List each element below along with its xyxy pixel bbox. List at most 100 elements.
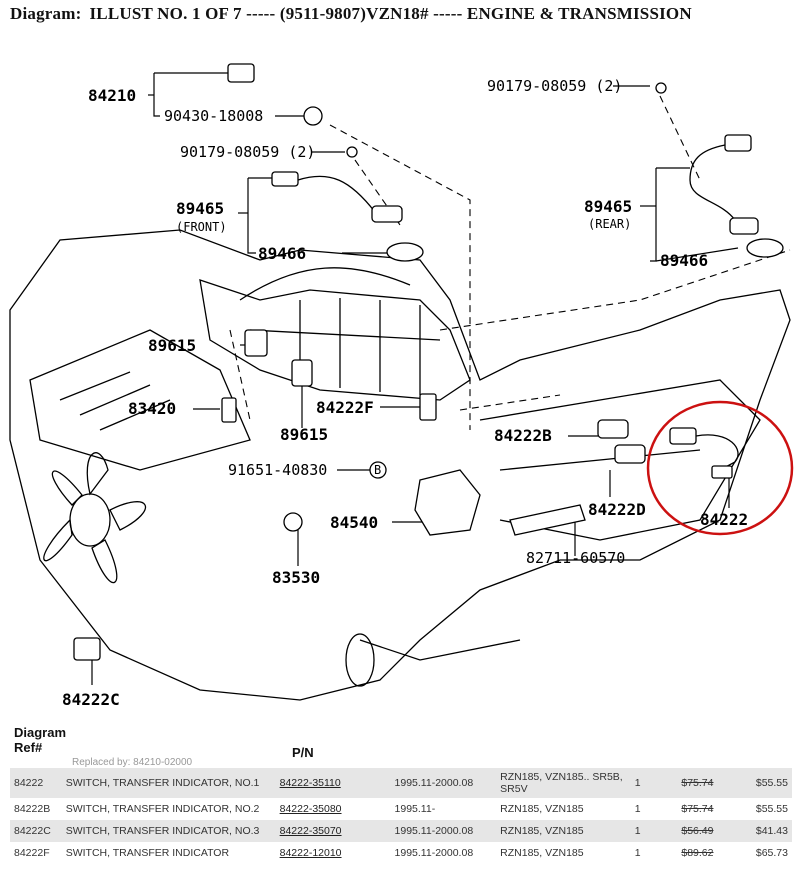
table-row: 84222B SWITCH, TRANSFER INDICATOR, NO.2 … xyxy=(10,798,792,820)
switch-84222-wire-icon xyxy=(695,434,739,471)
cell-qty: 1 xyxy=(630,768,678,798)
cell-old-price: $56.49 xyxy=(677,820,735,842)
switch-84222B-icon xyxy=(597,419,629,439)
replaced-by-note: Replaced by: 84210-02000 xyxy=(72,757,193,768)
sensor-89615-a-icon xyxy=(244,329,268,357)
nut-90179-rear-icon xyxy=(655,82,667,94)
cell-models: RZN185, VZN185 xyxy=(500,847,584,859)
highlight-circle xyxy=(646,400,794,536)
o2-sensor-rear-wire-icon xyxy=(689,144,736,221)
switch-84540-icon xyxy=(414,469,481,536)
callout-mark-b: B xyxy=(374,463,381,477)
parts-table: 84222 SWITCH, TRANSFER INDICATOR, NO.1 8… xyxy=(10,768,792,864)
column-header-diagram-ref: Diagram Ref# xyxy=(14,725,66,755)
callout-89466-rear[interactable]: 89466 xyxy=(660,251,708,270)
callout-rear-label: (REAR) xyxy=(588,217,631,231)
cell-models: RZN185, VZN185 xyxy=(500,803,584,815)
callout-84222F[interactable]: 84222F xyxy=(316,398,374,417)
callout-84222D[interactable]: 84222D xyxy=(588,500,646,519)
column-header-pn: P/N xyxy=(292,745,314,760)
cell-part-number-link[interactable]: 84222-35070 xyxy=(275,820,391,842)
cell-price: $55.55 xyxy=(755,803,788,815)
callout-90179-08059-rear[interactable]: 90179-08059 (2) xyxy=(487,77,622,95)
bolt-91651-icon xyxy=(369,461,387,479)
callout-84222B[interactable]: 84222B xyxy=(494,426,552,445)
callout-89465-rear[interactable]: 89465 xyxy=(584,197,632,216)
gasket-89466-front-icon xyxy=(386,242,424,262)
callout-89615-b[interactable]: 89615 xyxy=(280,425,328,444)
o2-sensor-rear-connector-icon xyxy=(724,134,752,152)
diagram-title-prefix: Diagram: xyxy=(10,4,82,23)
cell-old-price: $75.74 xyxy=(681,803,714,815)
callout-89466-front[interactable]: 89466 xyxy=(258,244,306,263)
cell-old-price: $75.74 xyxy=(677,768,735,798)
callout-90430-18008[interactable]: 90430-18008 xyxy=(164,107,263,125)
callout-front-label: (FRONT) xyxy=(176,220,227,234)
callout-84222C[interactable]: 84222C xyxy=(62,690,120,709)
part-sketches xyxy=(73,63,784,661)
switch-84222-icon xyxy=(669,427,697,445)
o2-sensor-front-connector-icon xyxy=(271,171,299,187)
cell-part-number-link[interactable]: 84222-35110 xyxy=(275,768,391,798)
column-header-ref: Ref# xyxy=(14,740,43,755)
callout-90179-08059-front[interactable]: 90179-08059 (2) xyxy=(180,143,315,161)
cell-date: 1995.11-2000.08 xyxy=(390,768,497,798)
diagram-title: Diagram: ILLUST NO. 1 OF 7 ----- (9511-98… xyxy=(10,4,692,24)
cooling-fan xyxy=(43,452,147,583)
callout-89465-front[interactable]: 89465 xyxy=(176,199,224,218)
callout-83420[interactable]: 83420 xyxy=(128,399,176,418)
cell-qty: 1 xyxy=(630,820,678,842)
cell-date: 1995.11- xyxy=(394,803,436,815)
callout-91651-40830[interactable]: 91651-40830 xyxy=(228,461,327,479)
callout-84222[interactable]: 84222 xyxy=(700,510,748,529)
cell-description: SWITCH, TRANSFER INDICATOR, NO.3 xyxy=(61,820,276,842)
leader-lines xyxy=(91,72,739,685)
o2-sensor-front-body-icon xyxy=(371,205,403,223)
cell-qty: 1 xyxy=(634,847,641,859)
cell-description: SWITCH, TRANSFER INDICATOR xyxy=(65,847,230,859)
cell-models: RZN185, VZN185 xyxy=(496,820,631,842)
cell-price: $41.43 xyxy=(734,820,792,842)
switch-84222D-icon xyxy=(614,444,646,464)
callout-83530[interactable]: 83530 xyxy=(272,568,320,587)
column-header-diagram: Diagram xyxy=(14,725,67,740)
cell-part-number-link[interactable]: 84222-12010 xyxy=(279,847,342,859)
cell-price: $55.55 xyxy=(734,768,792,798)
nut-90179-front-icon xyxy=(346,146,358,158)
switch-84222F-icon xyxy=(419,393,437,421)
callout-82711-60570[interactable]: 82711-60570 xyxy=(526,549,625,567)
sensor-84210-icon xyxy=(227,63,255,83)
cell-ref: 84222B xyxy=(14,803,51,815)
cell-date: 1995.11-2000.08 xyxy=(390,820,497,842)
cell-models: RZN185, VZN185.. SR5B, SR5V xyxy=(496,768,631,798)
cell-ref: 84222F xyxy=(14,847,50,859)
sensor-89615-b-icon xyxy=(291,359,313,387)
cell-qty: 1 xyxy=(634,803,641,815)
callout-84540[interactable]: 84540 xyxy=(330,513,378,532)
cell-date: 1995.11-2000.08 xyxy=(394,847,474,859)
cell-ref: 84222C xyxy=(10,820,62,842)
callout-84210[interactable]: 84210 xyxy=(88,86,136,105)
callout-89615-a[interactable]: 89615 xyxy=(148,336,196,355)
diagram-title-text: ILLUST NO. 1 OF 7 ----- (9511-9807)VZN18… xyxy=(89,4,692,23)
o2-sensor-front-wire-icon xyxy=(297,175,376,213)
table-row: 84222C SWITCH, TRANSFER INDICATOR, NO.3 … xyxy=(10,820,792,842)
gasket-89466-rear-icon xyxy=(746,238,784,258)
bracket-82711-icon xyxy=(509,504,586,536)
cell-ref: 84222 xyxy=(10,768,62,798)
gasket-90430-icon xyxy=(303,106,323,126)
sensor-83420-icon xyxy=(221,397,237,423)
callout-labels: 84210 90430-18008 90179-08059 (2) 90179-… xyxy=(62,77,748,709)
cell-price: $65.73 xyxy=(755,847,788,859)
o2-sensor-rear-body-icon xyxy=(729,217,759,235)
engine-outline xyxy=(9,229,791,701)
switch-84222-connector-icon xyxy=(711,465,733,479)
switch-84222C-icon xyxy=(73,637,101,661)
table-row: 84222 SWITCH, TRANSFER INDICATOR, NO.1 8… xyxy=(10,768,792,798)
table-row: 84222F SWITCH, TRANSFER INDICATOR 84222-… xyxy=(10,842,792,864)
cell-part-number-link[interactable]: 84222-35080 xyxy=(279,803,342,815)
cell-description: SWITCH, TRANSFER INDICATOR, NO.2 xyxy=(65,803,260,815)
switch-83530-icon xyxy=(283,512,303,532)
engine-diagram: 84210 90430-18008 90179-08059 (2) 90179-… xyxy=(9,63,794,709)
cell-description: SWITCH, TRANSFER INDICATOR, NO.1 xyxy=(61,768,276,798)
